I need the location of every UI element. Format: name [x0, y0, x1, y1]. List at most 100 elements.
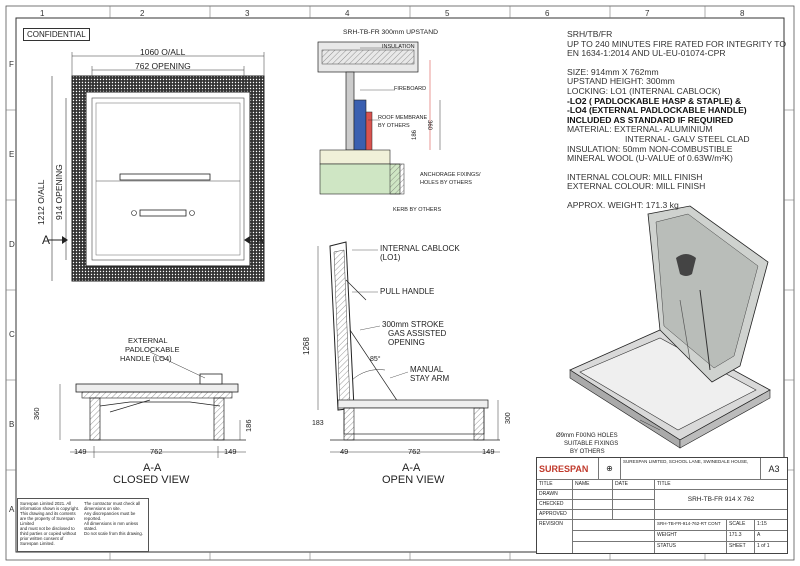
label-drawing-title: TITLE	[655, 480, 787, 490]
upstand-fireboard: FIREBOARD	[394, 86, 427, 92]
spec-line-1: SRH/TB/FR	[567, 29, 613, 39]
upstand-dim-186: 186	[412, 129, 418, 140]
spec-size: SIZE: 914mm X 762mm	[567, 66, 659, 77]
open-stay-arm-2: STAY ARM	[410, 374, 450, 383]
rev-row-1	[573, 520, 655, 531]
grid-label-top-2: 2	[140, 9, 145, 18]
spec-insulation-1: INSULATION: 50mm NON-COMBUSTIBLE	[567, 143, 733, 154]
closed-dim-149-right: 149	[224, 447, 237, 456]
handle-note-2: PADLOCKABLE	[125, 345, 180, 354]
open-cablock-2: (LO1)	[380, 253, 401, 262]
rev-row-3	[573, 542, 655, 553]
handle-note-3: HANDLE (LO4)	[120, 354, 172, 363]
closed-view-title-1: A-A	[143, 462, 162, 474]
drawn-name	[573, 490, 613, 500]
opening-length-dim: 914 OPENING	[54, 164, 64, 220]
note-7: All dimensions in mm unless stated.	[84, 521, 139, 531]
note-1: Surespan Limited 2021. All information s…	[20, 501, 79, 511]
inner-border	[15, 17, 785, 553]
closed-view-title-2: CLOSED VIEW	[113, 474, 190, 486]
notes-box: Surespan Limited 2021. All information s…	[17, 498, 149, 552]
label-scale: SCALE	[727, 520, 755, 531]
spec-line-2: UP TO 240 MINUTES FIRE RATED FOR INTEGRI…	[567, 38, 787, 49]
grid-ticks	[6, 6, 794, 560]
handle-note-1: EXTERNAL	[128, 336, 168, 345]
open-gas-2: GAS ASSISTED	[388, 329, 447, 338]
label-date: DATE	[613, 480, 655, 490]
sheet-size: A3	[761, 458, 787, 480]
weight-value: 171.3	[727, 531, 755, 542]
open-dim-183: 183	[312, 420, 324, 427]
grid-label-top-1: 1	[40, 9, 45, 18]
note-2: This drawing and its contents are the pr…	[20, 511, 76, 526]
spec-included: INCLUDED AS STANDARD IF REQUIRED	[567, 114, 734, 125]
label-sheet: SHEET	[727, 542, 755, 553]
open-gas-1: 300mm STROKE	[382, 320, 444, 329]
plan-view	[48, 52, 265, 282]
scale-value: 1:15	[755, 520, 787, 531]
label-approved: APPROVED	[537, 510, 573, 520]
note-3: and must not be disclosed to third parti…	[20, 526, 77, 536]
drawing-number: SRH-TB-FR-914-762-RT CONT	[655, 520, 727, 531]
label-revision: REVISION	[537, 520, 573, 553]
open-pull-handle: PULL HANDLE	[380, 287, 435, 296]
iso-note-3: BY OTHERS	[570, 449, 605, 455]
closed-dim-762: 762	[150, 447, 163, 456]
open-angle: 85°	[370, 356, 381, 363]
outer-border	[5, 5, 795, 561]
spec-upstand: UPSTAND HEIGHT: 300mm	[567, 76, 675, 87]
open-gas-3: OPENING	[388, 338, 425, 347]
title-block: SURESPAN ⊕ SURESPAN LIMITED, SCHOOL LANE…	[536, 457, 788, 554]
grid-label-side-f: F	[9, 60, 14, 69]
label-weight: WEIGHT	[655, 531, 727, 542]
overall-width-dim: 1060 O/ALL	[140, 47, 186, 57]
title-spacer	[655, 510, 787, 520]
label-drawn: DRAWN	[537, 490, 573, 500]
isometric-view	[569, 205, 771, 449]
upstand-kerb: KERB BY OTHERS	[393, 207, 442, 213]
note-4: prior written consent of Surespan Limite…	[20, 536, 64, 546]
label-title: TITLE	[537, 480, 573, 490]
spec-lo2: -LO2 ( PADLOCKABLE HASP & STAPLE) &	[567, 95, 742, 106]
closed-dim-186: 186	[244, 419, 253, 432]
drawn-date	[613, 490, 655, 500]
grid-label-top-8: 8	[740, 9, 745, 18]
note-8: Do not scale from this drawing.	[84, 531, 143, 536]
iso-note-2: SUITABLE FIXINGS	[564, 441, 619, 447]
logo-mark-icon: ⊕	[599, 458, 621, 480]
spec-colour-external: EXTERNAL COLOUR: MILL FINISH	[567, 181, 706, 192]
note-6: Any discrepancies must be reported.	[84, 511, 136, 521]
grid-label-top-7: 7	[645, 9, 650, 18]
spec-insulation-2: MINERAL WOOL (U-VALUE of 0.63W/m²K)	[567, 153, 733, 164]
open-cablock-1: INTERNAL CABLOCK	[380, 244, 460, 253]
section-marker-left: A	[42, 233, 51, 247]
closed-dim-360: 360	[32, 407, 41, 420]
overall-length-dim: 1212 O/ALL	[36, 179, 46, 225]
label-checked: CHECKED	[537, 500, 573, 510]
spec-material-2: INTERNAL- GALV STEEL CLAD	[625, 133, 750, 144]
closed-dim-149-left: 149	[74, 447, 87, 456]
open-dim-149: 149	[482, 447, 495, 456]
upstand-membrane-2: BY OTHERS	[378, 123, 410, 129]
spec-line-3: EN 1634-1:2014 AND UL-EU-01074-CPR	[567, 48, 726, 59]
spec-material-1: MATERIAL: EXTERNAL- ALUMINIUM	[567, 124, 713, 135]
grid-label-top-4: 4	[345, 9, 350, 18]
grid-label-side-e: E	[9, 150, 15, 159]
spec-locking: LOCKING: LO1 (INTERNAL CABLOCK)	[567, 85, 721, 96]
open-dim-1268: 1268	[302, 337, 311, 355]
revision-value: A	[755, 531, 787, 542]
open-stay-arm-1: MANUAL	[410, 365, 444, 374]
grid-label-side-d: D	[9, 240, 15, 249]
closed-side-view	[59, 351, 246, 458]
spec-weight: APPROX. WEIGHT: 171.3 kg	[567, 199, 679, 210]
upstand-detail	[317, 41, 441, 195]
label-name: NAME	[573, 480, 613, 490]
opening-width-dim: 762 OPENING	[135, 61, 191, 71]
sheet-of: 1 of 1	[757, 543, 770, 549]
open-view-title-2: OPEN VIEW	[382, 474, 445, 486]
surespan-logo: SURESPAN	[537, 458, 599, 480]
open-view-title-1: A-A	[402, 462, 421, 474]
open-dim-49: 49	[340, 447, 349, 456]
